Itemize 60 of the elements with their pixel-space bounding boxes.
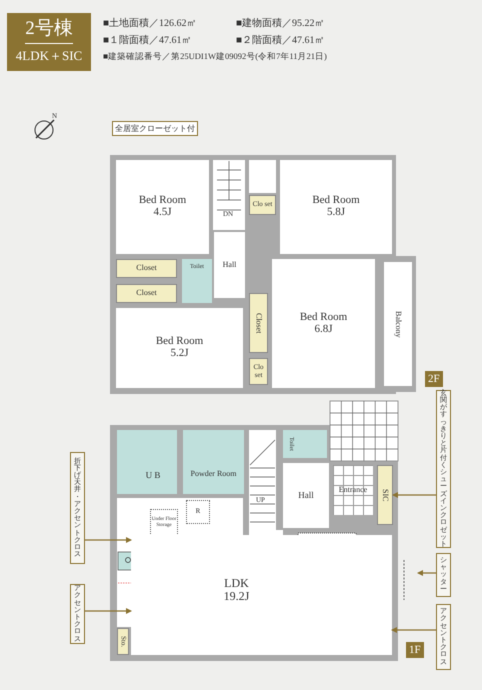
- room: [116, 308, 243, 388]
- callout-box: [70, 452, 85, 564]
- room-name: Entrance: [338, 486, 368, 494]
- wet-room: [283, 430, 327, 458]
- wet-room: [117, 430, 177, 494]
- closet: [249, 195, 276, 215]
- closet: [249, 358, 268, 385]
- room-size: 4.5J: [152, 207, 173, 219]
- callout-box: [436, 604, 451, 670]
- wet-room: [183, 430, 244, 494]
- room-size: 19.2J: [224, 590, 250, 603]
- closet: [117, 628, 129, 655]
- entrance-area: [333, 465, 373, 515]
- room: [272, 259, 375, 388]
- floor-badge: 1F: [406, 642, 424, 658]
- room-name: Balcony: [394, 310, 402, 338]
- room-name: Hall: [222, 260, 236, 270]
- room-name: Closet: [136, 289, 157, 298]
- title: 2号棟: [25, 19, 73, 44]
- room-name: Bed Room: [138, 195, 186, 207]
- leader-line: [85, 608, 132, 614]
- closet: [116, 259, 177, 278]
- callout-box: [436, 390, 451, 548]
- room: [280, 160, 392, 254]
- dotted-area: [186, 500, 210, 524]
- room-name: U B: [146, 471, 160, 481]
- room: [116, 160, 209, 254]
- room: [214, 232, 245, 298]
- plan-type-label: 4LDK＋SIC: [16, 46, 82, 65]
- area-spec: ■建物面積／95.22㎡: [236, 16, 325, 30]
- area-spec: ■１階面積／47.61㎡: [103, 34, 192, 47]
- room-name: Powder Room: [190, 470, 236, 478]
- floor-badge: 2F: [425, 371, 443, 387]
- room-name: Bed Room: [156, 336, 204, 348]
- room-size: 5.8J: [326, 207, 346, 219]
- room-name: Bed Room: [300, 312, 348, 324]
- room: [384, 262, 412, 386]
- room-name: Closet: [254, 312, 263, 334]
- wet-room: [182, 259, 212, 303]
- room-size: 6.8J: [313, 324, 334, 336]
- room-name: LDK: [224, 577, 250, 590]
- closet: [249, 293, 268, 353]
- room: [283, 463, 329, 528]
- leader-line: [392, 492, 436, 498]
- permit-number: ■建築確認番号／第25UDI1W建09092号(令和7年11月21日): [103, 51, 327, 63]
- leader-line: [85, 537, 132, 543]
- room-size: 5.2J: [169, 348, 190, 360]
- room-name: Bed Room: [312, 195, 360, 207]
- callout-box: [436, 553, 451, 597]
- callout-box: [70, 584, 85, 644]
- leader-line: [391, 627, 436, 633]
- leader-line: [417, 570, 436, 576]
- room-name: Hall: [298, 490, 314, 500]
- note-label: 全居室クローゼット付: [112, 121, 198, 136]
- area-spec: ■２階面積／47.61㎡: [236, 34, 325, 47]
- area-spec: ■土地面積／126.62㎡: [103, 16, 197, 30]
- closet: [377, 465, 393, 525]
- room-name: SIC: [380, 488, 390, 502]
- closet: [116, 284, 177, 303]
- room-name: Closet: [136, 264, 157, 273]
